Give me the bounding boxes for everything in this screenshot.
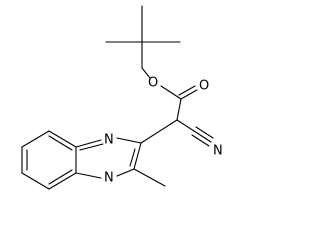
pyrazine-ring — [75, 137, 142, 179]
bond — [79, 143, 104, 151]
bond — [133, 168, 166, 187]
bond — [176, 98, 182, 121]
ester-oxygen-label: O — [148, 76, 158, 91]
bond — [178, 85, 196, 96]
bond — [141, 67, 151, 79]
atom-labels: O O N N N — [104, 76, 223, 186]
carbonyl-oxygen-label: O — [199, 79, 209, 94]
bond — [21, 130, 50, 148]
bond — [129, 148, 136, 167]
bond — [75, 139, 102, 148]
cyano-group — [176, 119, 214, 147]
bond — [176, 119, 195, 132]
molecule-structure: O O N N N — [21, 5, 223, 190]
bond — [133, 142, 142, 170]
bond — [75, 172, 102, 179]
bond — [116, 168, 135, 177]
bond — [160, 85, 182, 100]
bond — [195, 126, 214, 139]
bond — [116, 137, 142, 144]
tert-butyl-group — [105, 5, 181, 79]
ester-group — [160, 85, 198, 121]
ring-nitrogen-upper-label: N — [104, 133, 114, 148]
benzene-ring — [21, 130, 77, 190]
bond — [180, 89, 198, 100]
bond — [48, 172, 77, 190]
bond — [21, 172, 50, 190]
bond — [48, 130, 77, 148]
bond — [48, 169, 73, 185]
bond — [140, 119, 178, 144]
bond — [48, 135, 73, 151]
bond — [193, 130, 212, 143]
bond — [191, 134, 210, 147]
nitrile-nitrogen-label: N — [213, 144, 223, 159]
ring-nitrogen-lower-label: N — [104, 171, 114, 186]
